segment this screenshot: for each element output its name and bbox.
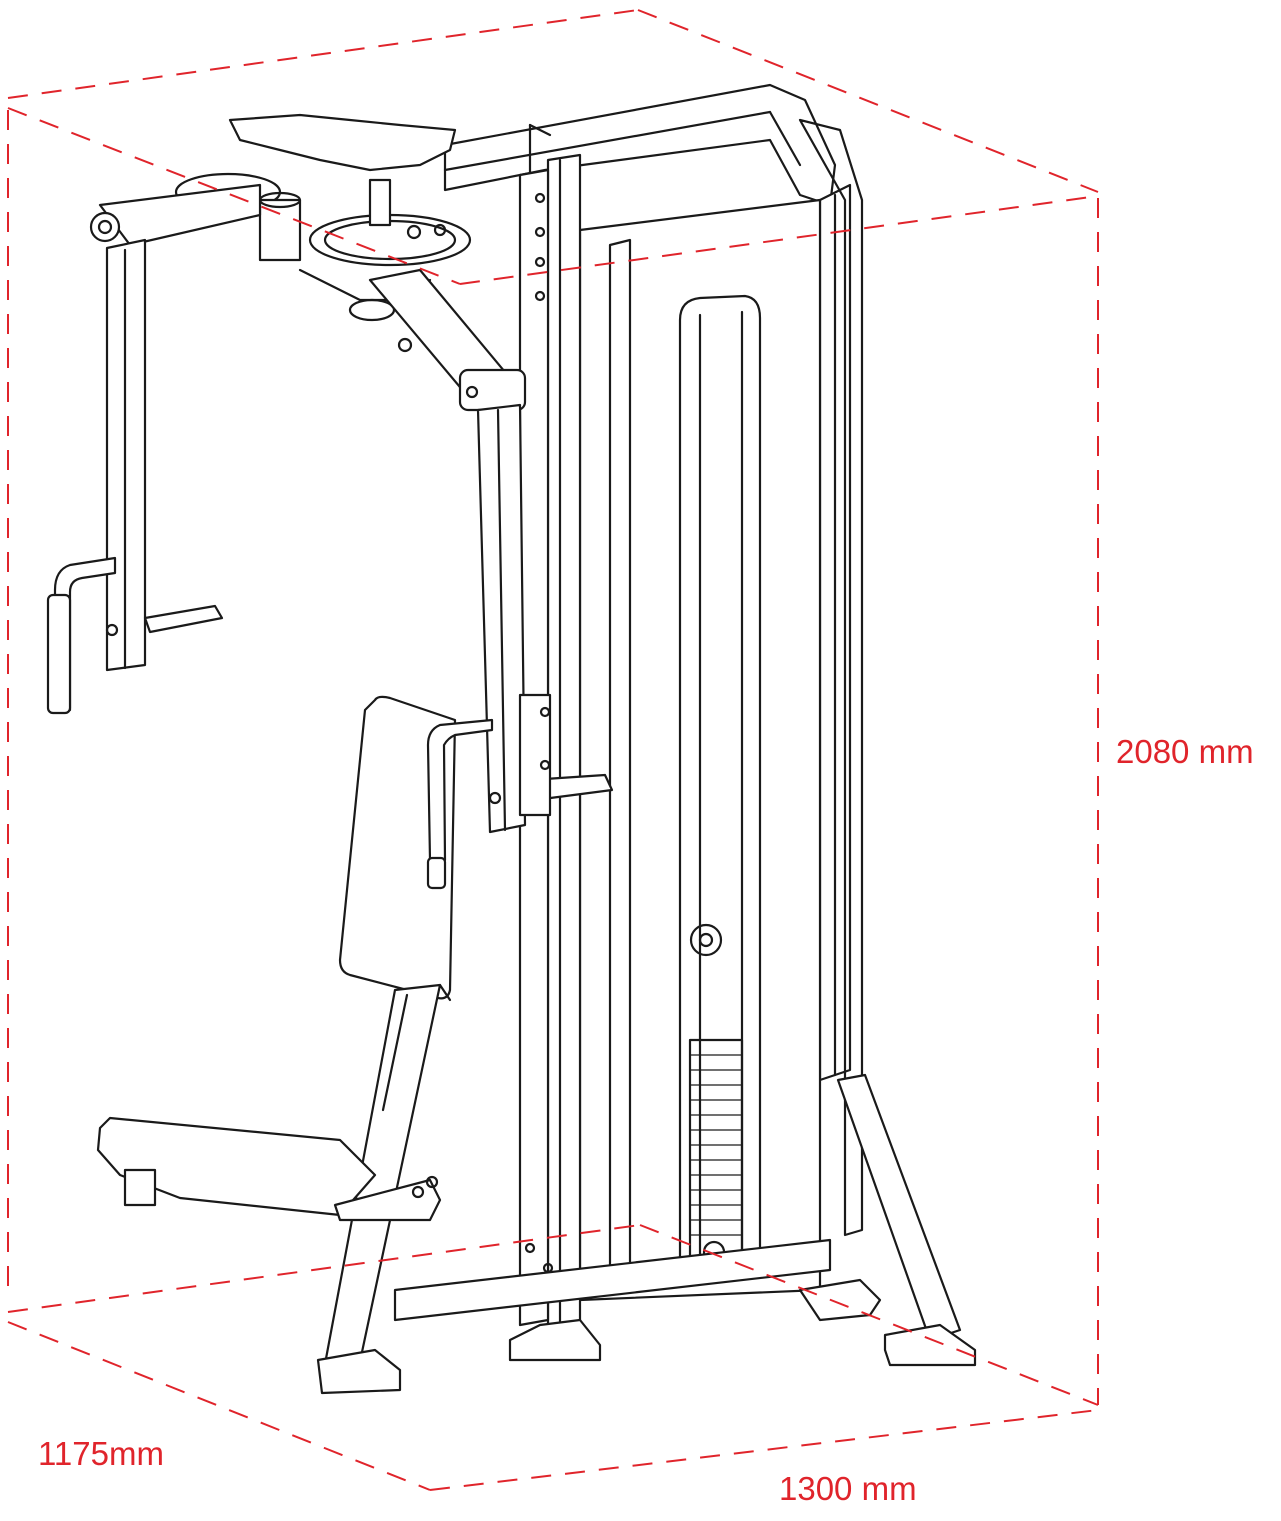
dimension-box [7, 9, 1099, 1491]
box-top-right-edge [637, 9, 1099, 193]
left-swing-arm [46, 183, 262, 715]
seat-post [316, 983, 452, 1395]
frame-top-beam [443, 83, 837, 207]
weight-plates [689, 1054, 743, 1236]
height-dimension-label: 2080 mm [1116, 733, 1254, 770]
weight-stack-frame [578, 198, 822, 1302]
frame-base [393, 1238, 882, 1362]
seat-pad [96, 1116, 442, 1222]
box-bottom-right-back-edge [639, 1224, 1099, 1406]
box-bottom-back-edge [7, 1224, 641, 1313]
depth-dimension-label: 1175mm [38, 1435, 164, 1472]
box-bottom-front-edge [429, 1409, 1099, 1491]
rear-support-leg [836, 1073, 977, 1367]
box-top-back-edge [7, 9, 639, 99]
box-top-left-edge [7, 107, 461, 285]
box-bottom-left-edge [7, 1321, 431, 1491]
box-top-front-edge [459, 195, 1099, 285]
machine-outline [46, 83, 977, 1395]
back-pad [338, 695, 494, 1000]
width-dimension-label: 1300 mm [779, 1470, 917, 1507]
